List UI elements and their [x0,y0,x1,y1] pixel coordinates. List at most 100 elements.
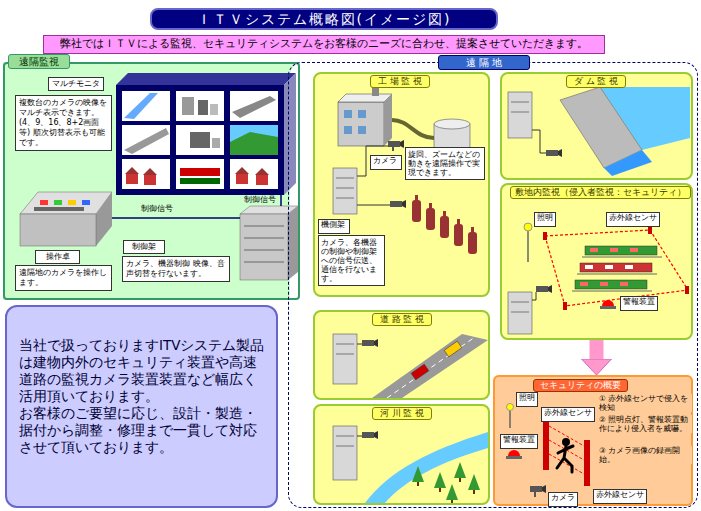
site-scene [580,282,588,286]
security-scene [557,446,573,472]
operator-console [96,192,112,246]
road-scene [336,354,354,355]
diagram-title: ＩＴＶシステム概略図(イメージ図) [150,8,498,30]
control-rack [244,262,284,263]
dam-scene [508,92,532,138]
signal-label: 制御信号 [140,204,174,214]
control-rack [288,206,298,280]
multi-monitor [180,168,220,176]
callout-tag: 赤外線センサ [541,407,595,422]
callout-tag: 赤外線センサ [606,212,660,227]
factory-scene [457,219,460,225]
panel-fill [313,72,490,297]
multi-monitor [236,174,248,184]
body-text: カメラ、機器制御 映像、音声切替を行ないます。 [126,259,226,279]
site-scene [580,263,652,272]
factory-scene [402,200,406,208]
security-scene [549,454,584,474]
operator-console [20,192,112,246]
site-scene [572,291,652,292]
multi-monitor [212,138,220,148]
multi-monitor [122,159,170,189]
intro-band: 弊社ではＩＴＶによる監視、セキュリティシステムをお客様のニーズに合わせ、提案させ… [43,35,605,54]
factory-scene [344,126,352,134]
heading: 河 川 監 視 [372,407,432,420]
multi-monitor [230,159,278,189]
river-scene [417,482,419,486]
dam-scene [546,150,558,156]
site-scene [648,226,652,234]
callout-box: 制御架カメラ、機器制御 映像、音声切替を行ないます。 [122,256,230,282]
multi-monitor [190,132,210,148]
body-text: 警報装置 [503,435,535,445]
flow-arrow [590,340,604,359]
security-scene [508,450,520,456]
road-scene [372,334,488,398]
body-text: 赤外線センサ [596,490,644,500]
callout-tag: 警報装置 [500,434,538,449]
site-scene [602,300,614,306]
road-scene [374,339,378,347]
site-scene [685,286,689,294]
body-text: 警報装置 [623,297,655,307]
body-text: 弊社ではＩＴＶによる監視、セキュリティシステムをお客様のニーズに合わせ、提案させ… [48,37,600,50]
site-scene [630,248,638,252]
dam-scene [508,87,690,176]
site-scene [620,282,628,286]
panel-fill [493,375,693,506]
operator-console [34,207,84,211]
body-text: 旋回、ズームなどの動きを遠隔操作で実現できます。 [408,150,482,177]
multi-monitor [180,178,220,184]
security-scene [542,485,546,493]
body-text: 遠隔地のカメラを操作します。 [19,268,108,288]
panel-fill [500,72,693,180]
panel-fill [3,62,697,507]
operator-console [68,200,76,205]
site-scene [590,248,598,252]
heading: マルチモニタ [48,77,104,91]
callout-tag: 照明 [534,212,556,227]
panel-fill [313,404,490,505]
factory-scene [468,232,477,254]
control-rack [240,206,298,280]
factory-scene [471,227,474,233]
site-scene [577,274,657,275]
river-scene [446,484,458,500]
factory-scene [336,188,354,189]
site-scene [610,248,618,252]
body-text: 当社で扱っておりますITVシステム製品は建物内外のセキュリティ装置や高速道路の監… [19,337,268,405]
multi-monitor [176,125,224,155]
multi-monitor [122,91,170,121]
factory-scene [390,200,406,208]
river-scene [412,466,424,482]
river-scene [451,500,453,503]
road-scene [387,337,475,398]
site-scene [532,292,536,300]
factory-scene [426,208,435,230]
dam-scene [604,150,652,176]
road-scene [333,334,357,384]
dam-scene [532,130,546,153]
heading: 遠 隔 地 [438,55,530,70]
multi-monitor [256,175,268,185]
river-scene [365,432,488,503]
body-text: 機側架 [321,220,347,230]
river-scene [434,472,446,488]
info-box: 当社で扱っておりますITVシステム製品は建物内外のセキュリティ装置や高速道路の監… [5,305,278,508]
callout-box: 旋回、ズームなどの動きを遠隔操作で実現できます。 [405,147,485,180]
panel-fill [290,63,697,507]
road-scene [362,340,374,346]
body-text: カメラ [373,156,399,166]
control-rack [244,238,284,239]
multi-monitor [182,97,194,115]
multi-monitor [210,104,218,115]
panel-fill [500,183,693,340]
site-scene [605,265,613,269]
factory-scene [336,178,354,179]
factory-scene [358,126,366,134]
multi-monitor [198,100,208,115]
multi-monitor [116,85,284,195]
dam-scene [511,102,529,103]
factory-scene [357,205,390,206]
